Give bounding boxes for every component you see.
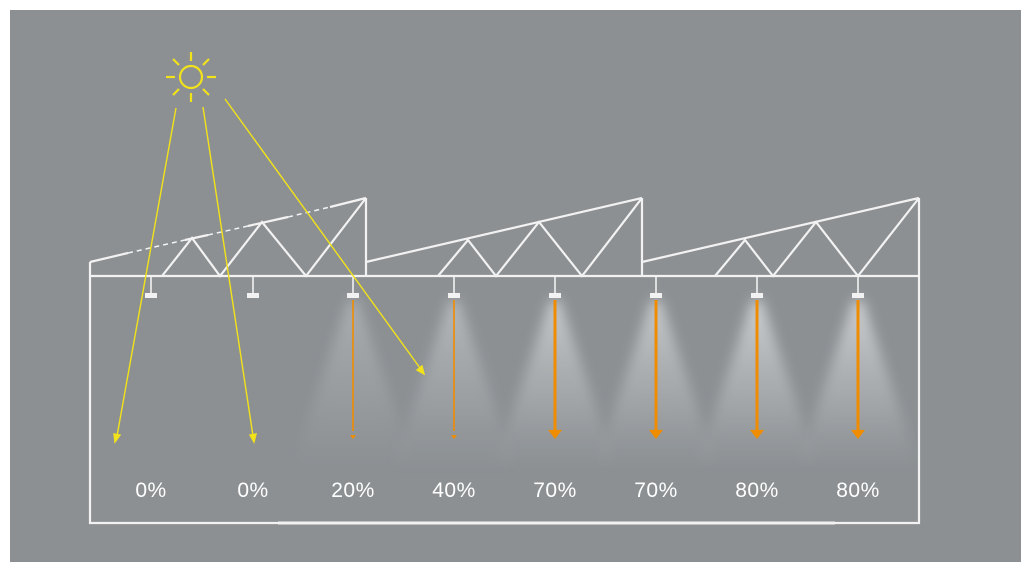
artificial-light-arrow <box>350 300 356 439</box>
light-fixture <box>145 277 157 298</box>
sun-ray <box>202 106 254 437</box>
zone-percent-label: 40% <box>432 479 476 502</box>
diagram-panel: 0% 0% 20% 40% 70% 70% 80% 80% <box>10 10 1021 562</box>
sun-ray <box>224 98 421 369</box>
sun-ray-arrowhead <box>415 364 426 376</box>
light-fixture <box>852 277 864 298</box>
zone-percent-label: 70% <box>634 479 678 502</box>
sun-ray-arrowhead <box>113 433 122 444</box>
truss-web <box>714 197 920 278</box>
artificial-light-arrow <box>451 300 457 439</box>
artificial-light-arrow <box>548 300 562 439</box>
artificial-light-arrow <box>649 300 663 439</box>
sun-ray-arrowhead <box>248 433 257 444</box>
roof-glazing-dashed <box>127 239 186 254</box>
light-fixture <box>247 277 259 298</box>
zone-percent-label: 80% <box>836 479 880 502</box>
light-fixture <box>549 277 561 298</box>
zone-percent-label: 0% <box>237 479 268 502</box>
sunlight-rays <box>113 98 426 444</box>
light-fixture <box>650 277 662 298</box>
artificial-light-arrows <box>350 300 865 439</box>
zone-percent-label: 0% <box>135 479 166 502</box>
sun-icon <box>166 52 216 102</box>
light-fixture <box>347 277 359 298</box>
light-fixtures <box>145 277 864 298</box>
zone-percent-label: 70% <box>533 479 577 502</box>
truss-web <box>437 197 643 278</box>
roof-glazing-dashed <box>207 225 249 236</box>
roof-solid-segment <box>89 251 129 264</box>
light-fixture <box>448 277 460 298</box>
roof-glazing-dashed <box>287 206 331 218</box>
daylight-percent-labels: 0% 0% 20% 40% 70% 70% 80% 80% <box>135 479 879 502</box>
zone-percent-label: 80% <box>735 479 779 502</box>
daylight-factor-diagram: 0% 0% 20% 40% 70% 70% 80% 80% <box>10 10 1021 562</box>
roof-section-2 <box>365 196 644 278</box>
artificial-light-arrow <box>750 300 764 439</box>
truss-web <box>161 197 367 278</box>
zone-percent-label: 20% <box>331 479 375 502</box>
light-fixture <box>751 277 763 298</box>
artificial-light-arrow <box>851 300 865 439</box>
roof-section-3 <box>641 196 921 278</box>
sun-ray <box>116 107 177 437</box>
roof-section-1 <box>88 196 368 278</box>
